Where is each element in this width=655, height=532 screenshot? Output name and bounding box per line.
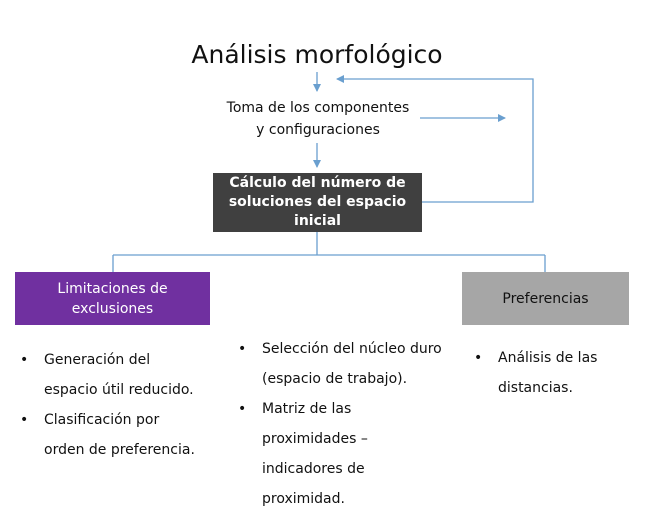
calc-line1: Cálculo del número de [229,175,406,191]
step1-line2: y configuraciones [256,122,380,138]
step-components-configurations: Toma de los componentes y configuracione… [208,97,428,141]
middle-bullet-list: Selección del núcleo duro (espacio de tr… [236,334,446,514]
calc-solutions-box: Cálculo del número de soluciones del esp… [213,173,422,232]
list-item: Análisis de las distancias. [472,343,642,403]
left-bullet-list: Generación del espacio útil reducido. Cl… [18,345,218,465]
limits-line1: Limitaciones de [57,280,168,297]
right-bullet-list: Análisis de las distancias. [472,343,642,403]
calc-line2: soluciones del espacio [228,194,407,210]
preferences-box: Preferencias [462,272,629,325]
list-item: Clasificación por orden de preferencia. [18,405,218,465]
diagram-title: Análisis morfológico [191,40,443,69]
calc-line3: inicial [294,213,341,229]
list-item: Matriz de las proximidades – indicadores… [236,394,446,514]
limitations-box: Limitaciones de exclusiones [15,272,210,325]
list-item: Generación del espacio útil reducido. [18,345,218,405]
step1-line1: Toma de los componentes [226,100,410,116]
prefs-label: Preferencias [502,290,589,307]
feedback-loop-arrow [336,75,534,203]
list-item: Selección del núcleo duro (espacio de tr… [236,334,446,394]
limits-line2: exclusiones [71,300,154,317]
